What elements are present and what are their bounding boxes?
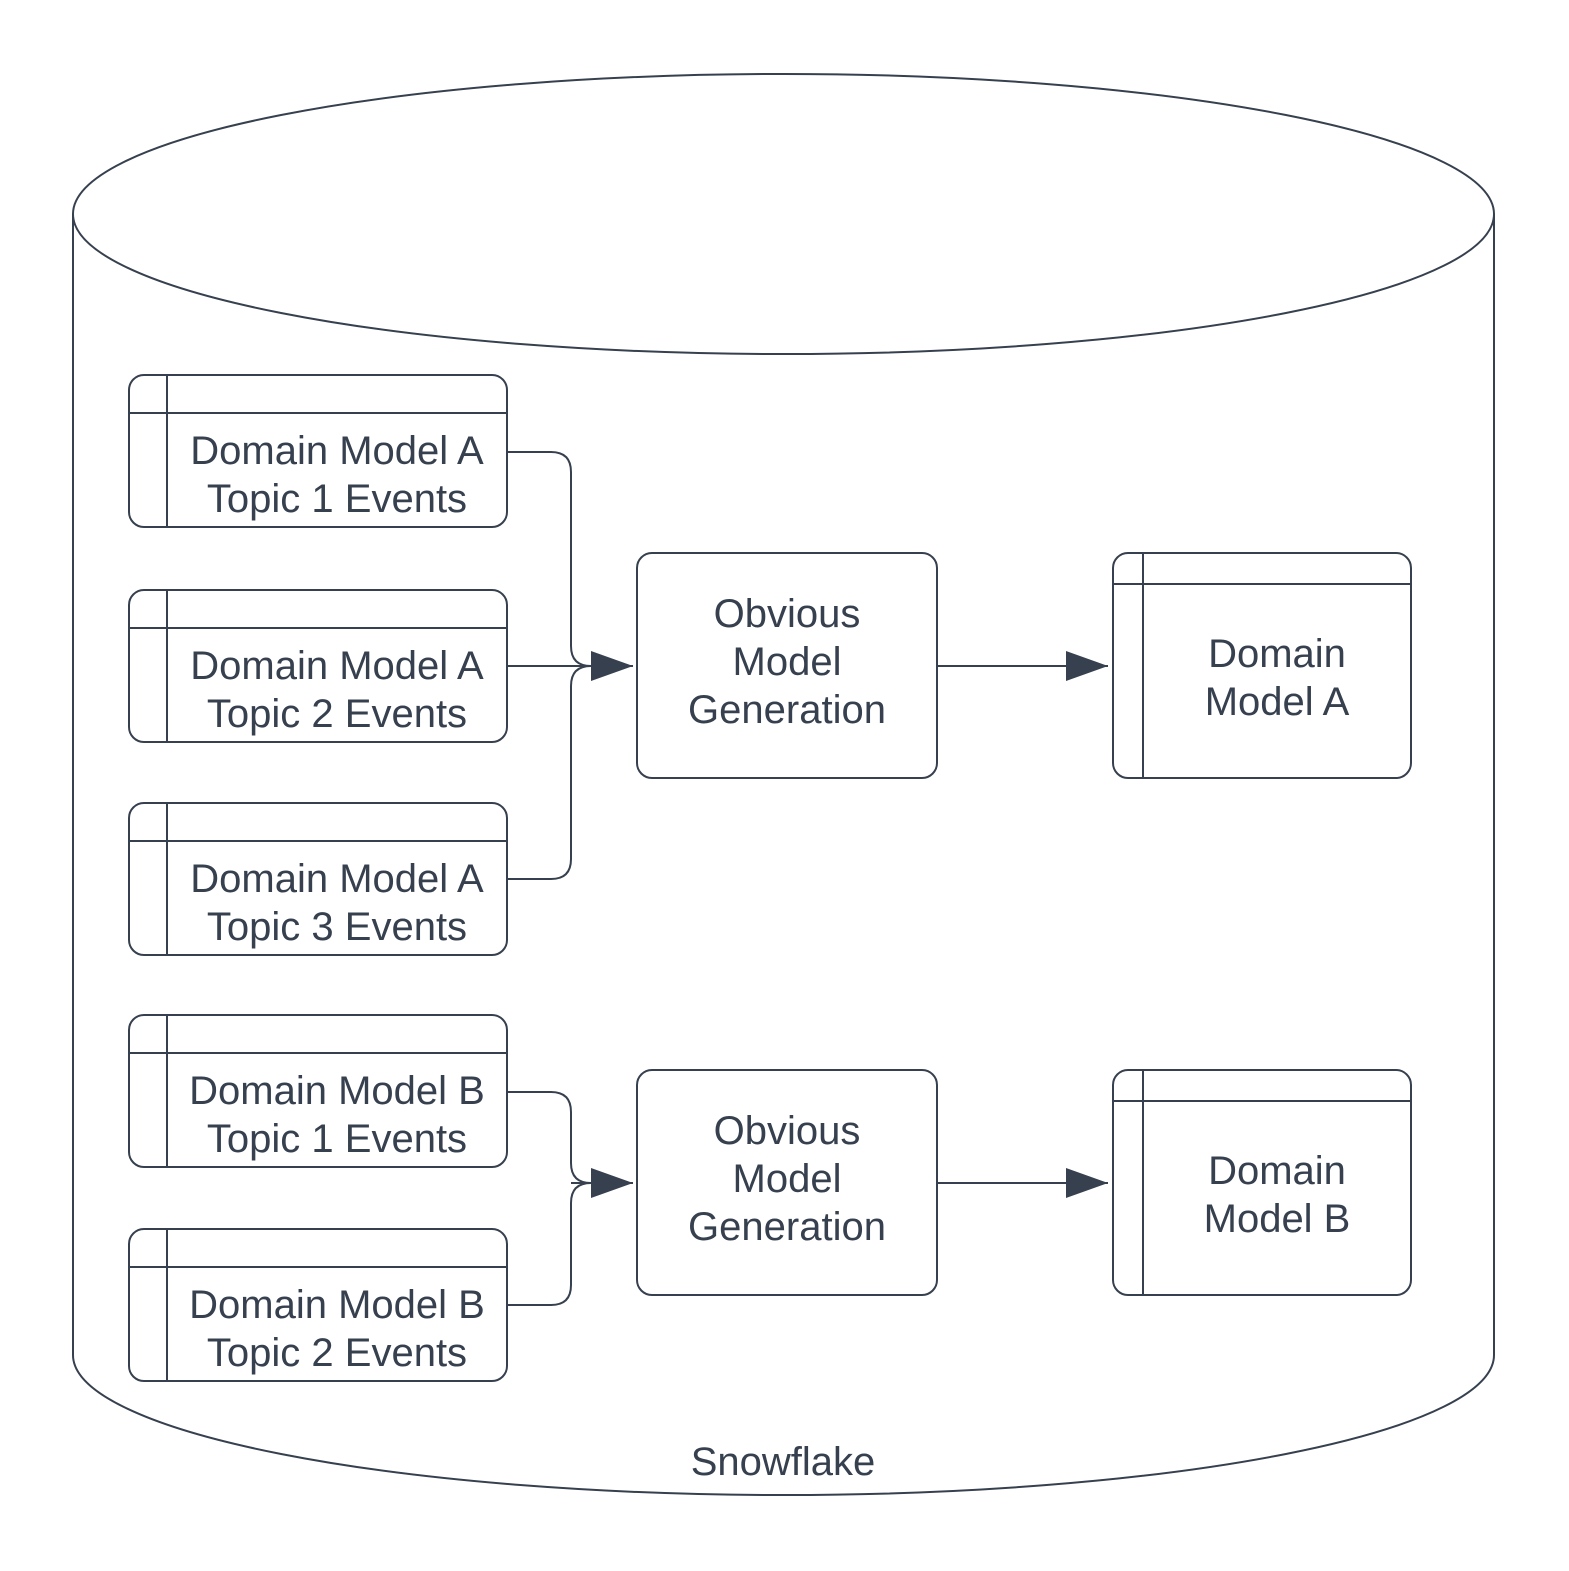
process-outline [636, 1069, 938, 1296]
table-domain-model-a-topic-3-events: Domain Model A Topic 3 Events [128, 802, 508, 956]
table-label-line1: Domain Model A [190, 429, 484, 473]
process-label-line3: Generation [688, 1205, 886, 1249]
table-label-line2: Model B [1204, 1197, 1351, 1241]
table-label-line2: Topic 1 Events [207, 477, 467, 521]
process-box-obvious-model-generation-a: Obvious Model Generation [636, 552, 938, 779]
cylinder-top-ellipse [72, 73, 1495, 355]
connector-b-topic1 [507, 1091, 592, 1184]
connector-a-topic3 [507, 665, 592, 880]
table-domain-model-b-topic-2-events: Domain Model B Topic 2 Events [128, 1228, 508, 1382]
process-label-line2: Model [733, 640, 842, 684]
table-label-line1: Domain Model B [189, 1283, 485, 1327]
table-domain-model-a-topic-2-events: Domain Model A Topic 2 Events [128, 589, 508, 743]
table-label-line2: Model A [1205, 680, 1350, 724]
connector-a-topic1 [507, 451, 592, 667]
table-label-line1: Domain Model B [189, 1069, 485, 1113]
table-domain-model-a-topic-1-events: Domain Model A Topic 1 Events [128, 374, 508, 528]
table-domain-model-a: Domain Model A [1112, 552, 1412, 779]
table-outline [1112, 1069, 1412, 1296]
table-label-line1: Domain [1208, 1149, 1346, 1193]
process-label-line1: Obvious [714, 592, 861, 636]
table-domain-model-b: Domain Model B [1112, 1069, 1412, 1296]
process-box-obvious-model-generation-b: Obvious Model Generation [636, 1069, 938, 1296]
connector-b-topic2 [507, 1182, 592, 1306]
table-label-line1: Domain Model A [190, 644, 484, 688]
process-label-line1: Obvious [714, 1109, 861, 1153]
table-outline [1112, 552, 1412, 779]
process-outline [636, 552, 938, 779]
table-label-line2: Topic 3 Events [207, 905, 467, 949]
connectors-section-b [507, 1091, 1108, 1306]
table-label-line2: Topic 2 Events [207, 1331, 467, 1375]
table-label-line1: Domain [1208, 632, 1346, 676]
table-label-line2: Topic 1 Events [207, 1117, 467, 1161]
process-label-line3: Generation [688, 688, 886, 732]
table-label-line2: Topic 2 Events [207, 692, 467, 736]
process-label-line2: Model [733, 1157, 842, 1201]
table-label-line1: Domain Model A [190, 857, 484, 901]
connectors-section-a [507, 451, 1108, 880]
table-domain-model-b-topic-1-events: Domain Model B Topic 1 Events [128, 1014, 508, 1168]
cylinder-label: Snowflake [691, 1440, 876, 1484]
